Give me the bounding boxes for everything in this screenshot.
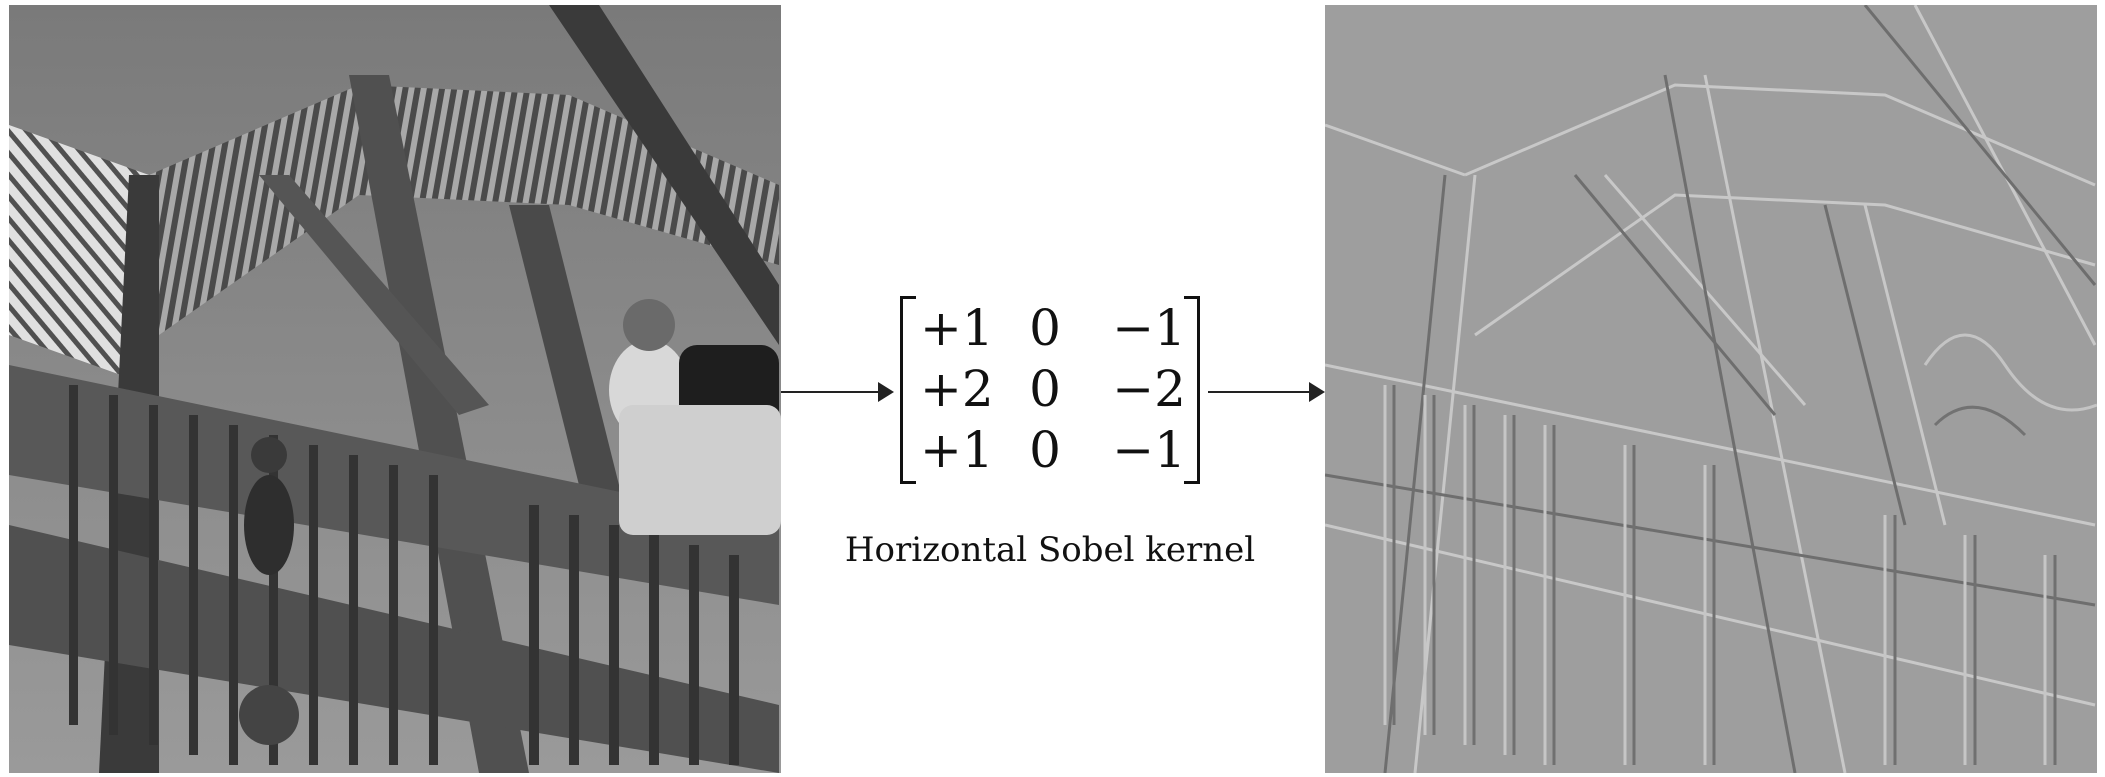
output-arrow (1208, 382, 1325, 402)
output-arrow-shaft (1208, 391, 1310, 393)
input-photo-graphic (9, 5, 781, 773)
right-bracket (1184, 296, 1200, 484)
kernel-caption: Horizontal Sobel kernel (844, 530, 1256, 570)
kernel-cell: 0 (1029, 299, 1061, 357)
input-image (9, 5, 781, 773)
kernel-matrix: +1 0 −1 +2 0 −2 +1 0 −1 (900, 296, 1200, 484)
kernel-cell: −1 (1112, 299, 1186, 357)
input-arrow-shaft (781, 391, 879, 393)
kernel-cells: +1 0 −1 +2 0 −2 +1 0 −1 (910, 298, 1190, 482)
kernel-cell: 0 (1029, 421, 1061, 479)
kernel-cell: 0 (1029, 360, 1061, 418)
left-bracket (900, 296, 916, 484)
kernel-cell: +2 (920, 360, 994, 418)
arrow-head-icon (1309, 382, 1325, 402)
kernel-cell: +1 (920, 299, 994, 357)
kernel-cell: −1 (1112, 421, 1186, 479)
output-image (1325, 5, 2097, 773)
kernel-cell: +1 (920, 421, 994, 479)
sobel-output-graphic (1325, 5, 2097, 773)
arrow-head-icon (878, 382, 894, 402)
kernel-cell: −2 (1112, 360, 1186, 418)
input-arrow (781, 382, 894, 402)
